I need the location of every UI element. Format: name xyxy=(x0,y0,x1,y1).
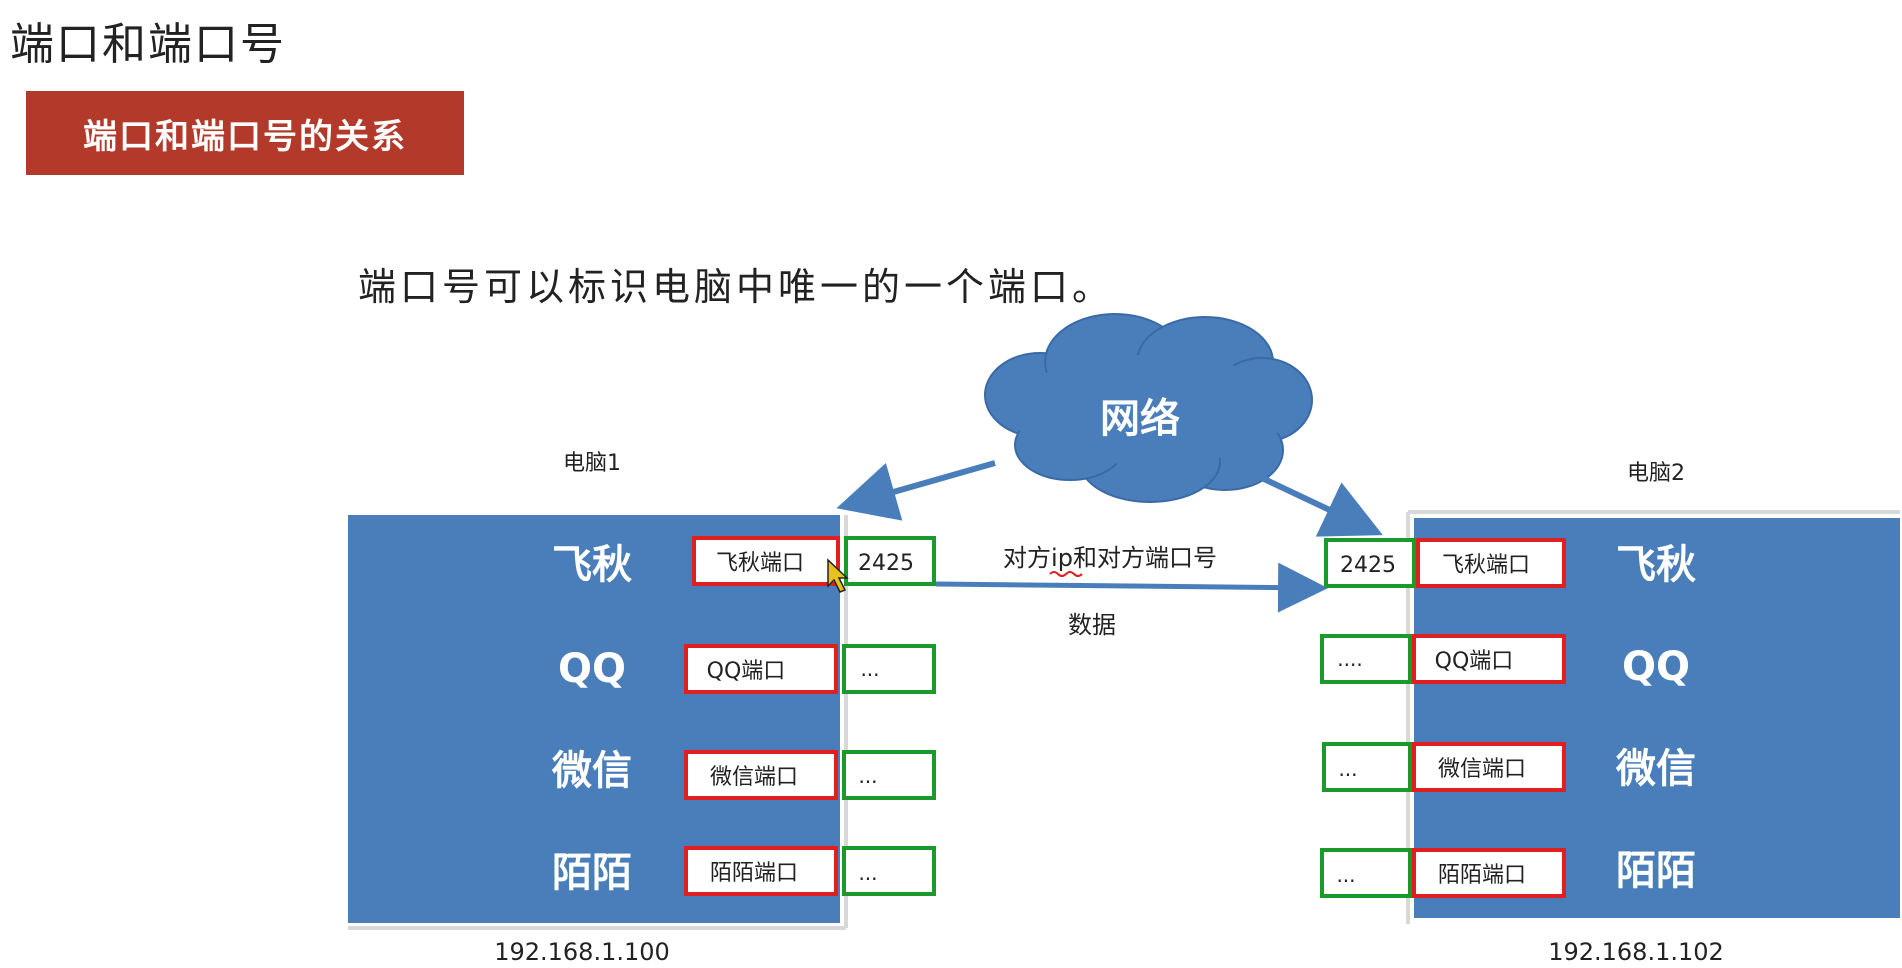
mouse-cursor-icon xyxy=(827,558,849,593)
computer2-port-label-box xyxy=(1412,848,1566,898)
computer1-app-name: 微信 xyxy=(551,748,632,794)
data-arrow xyxy=(935,562,1328,613)
computer2-port-label: 微信端口 xyxy=(1438,757,1526,782)
network-label: 网络 xyxy=(1100,396,1180,442)
computer2-port-number: ... xyxy=(1338,757,1357,781)
arrow-top-label: 对方ip和对方端口号 xyxy=(1003,544,1217,572)
computer1-app-row: QQ QQ端口 ... xyxy=(558,644,936,694)
spell-underline xyxy=(1049,571,1083,577)
computer2-port-label-box xyxy=(1412,742,1566,792)
computer1-port-number: ... xyxy=(858,861,877,885)
computer1-port-label: 陌陌端口 xyxy=(710,861,798,886)
computer2-ip: 192.168.1.102 xyxy=(1548,938,1724,966)
computer2-app-row: ... 微信端口 微信 xyxy=(1322,742,1696,792)
computer1-app-row: 陌陌 陌陌端口 ... xyxy=(552,846,936,896)
computer1-port-label: QQ端口 xyxy=(707,659,786,684)
computer1-port-number: 2425 xyxy=(858,551,914,576)
computer2-port-label-box xyxy=(1412,634,1566,684)
arrow-bottom-label: 数据 xyxy=(1068,611,1116,639)
section-banner: 端口和端口号的关系 xyxy=(26,91,464,175)
computer1-app-name: QQ xyxy=(558,646,626,692)
computer2-app-row: ... 陌陌端口 陌陌 xyxy=(1320,848,1696,898)
computer1-port-number: ... xyxy=(858,764,877,788)
computer1-ip: 192.168.1.100 xyxy=(494,938,670,966)
computer2-app-name: 微信 xyxy=(1615,746,1696,792)
computer1-port-label-box xyxy=(684,846,838,896)
computer1-port-label-box xyxy=(684,750,838,800)
computer1-port-label: 微信端口 xyxy=(710,765,798,790)
cloud-to-computer1-arrow xyxy=(836,460,996,521)
computer1-app-name: 陌陌 xyxy=(552,850,632,896)
computer1-port-number: ... xyxy=(860,657,879,681)
computer1-app-name: 飞秋 xyxy=(552,542,632,588)
computer2-app-row: 2425 飞秋端口 飞秋 xyxy=(1324,538,1696,588)
computer1-port-label-box xyxy=(684,644,838,694)
computer2-port-number: ... xyxy=(1336,863,1355,887)
subtitle: 端口号可以标识电脑中唯一的一个端口。 xyxy=(358,265,1115,309)
computer2-port-number: 2425 xyxy=(1340,553,1396,578)
computer2-port-number-box xyxy=(1320,634,1412,684)
computer1-port-number-box xyxy=(842,750,936,800)
computer2-port-label-box xyxy=(1416,538,1566,588)
computer2-port-number-box xyxy=(1324,538,1416,588)
computer2-port-number: .... xyxy=(1337,647,1362,671)
computer2-app-row: .... QQ端口 QQ xyxy=(1320,634,1690,690)
computer2-port-label: 陌陌端口 xyxy=(1438,863,1526,888)
computer2-app-name: 陌陌 xyxy=(1616,848,1696,894)
computer1-port-number-box xyxy=(842,644,936,694)
computer1-app-row: 飞秋 飞秋端口 2425 xyxy=(552,536,936,588)
computer1-port-label: 飞秋端口 xyxy=(716,551,804,576)
page-title: 端口和端口号 xyxy=(10,19,286,70)
computer1-name: 电脑1 xyxy=(563,451,621,476)
computer1-port-number-box xyxy=(844,536,936,586)
computer2-port-label: QQ端口 xyxy=(1435,649,1514,674)
computer1-port-number-box xyxy=(842,846,936,896)
cloud-to-computer2-arrow xyxy=(1260,475,1383,537)
computer2-port-number-box xyxy=(1320,848,1412,898)
computer2-app-name: 飞秋 xyxy=(1616,542,1696,588)
computer1-port-label-box xyxy=(692,536,840,586)
computer2-name: 电脑2 xyxy=(1627,461,1685,486)
network-cloud: 网络 xyxy=(984,313,1313,503)
computer2-port-label: 飞秋端口 xyxy=(1442,553,1530,578)
computer2-port-number-box xyxy=(1322,742,1412,792)
computer2-app-name: QQ xyxy=(1622,644,1690,690)
computer1-app-row: 微信 微信端口 ... xyxy=(551,748,936,800)
